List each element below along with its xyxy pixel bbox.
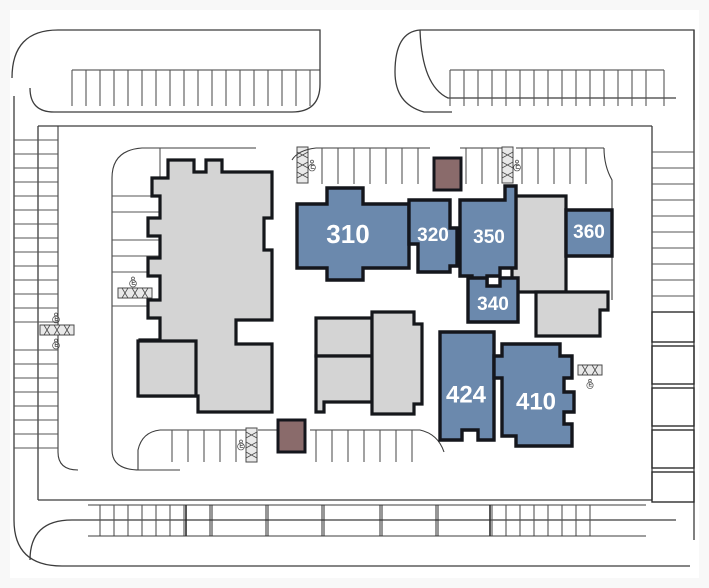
neutral-buildings-group <box>136 158 610 416</box>
accessible-stall-icon <box>513 159 521 172</box>
parking-south-bus-bays <box>185 505 491 536</box>
crosswalk-north-left <box>296 146 316 184</box>
building-label-340: 340 <box>477 294 509 315</box>
building-label-360: 360 <box>573 222 605 243</box>
building-310-shape[interactable] <box>295 186 411 282</box>
parking-east <box>652 151 694 297</box>
accessible-stall-icon <box>129 276 137 288</box>
building-320-shape[interactable] <box>407 198 459 274</box>
crosswalk-north-right <box>501 146 521 184</box>
north-outparcel-pad[interactable] <box>432 156 463 192</box>
center-pad-a[interactable] <box>314 316 374 358</box>
accessible-stall-icon <box>237 439 245 451</box>
curb-northwest <box>11 29 321 113</box>
center-pad-c[interactable] <box>370 310 424 416</box>
parking-north-left <box>71 69 320 106</box>
curb-south-inner <box>29 519 676 561</box>
building-350-shape[interactable] <box>458 184 518 286</box>
accessible-stall-icon <box>52 338 60 350</box>
accessible-stall-icon <box>52 312 60 324</box>
building-label-424: 424 <box>446 381 487 408</box>
crosswalk-west-inner <box>117 276 153 299</box>
parking-south-inner <box>137 429 445 470</box>
accessible-stall-icon <box>586 378 594 389</box>
building-label-320: 320 <box>417 225 449 246</box>
east-upper-building[interactable] <box>510 194 568 294</box>
building-labels-group: 310 320 350 340 360 424 410 <box>326 219 605 415</box>
building-label-410: 410 <box>516 388 556 415</box>
crosswalk-group <box>39 146 603 463</box>
parking-east-bays <box>651 311 695 503</box>
curb-northeast-nose <box>394 29 452 113</box>
building-340-shape[interactable] <box>466 276 520 324</box>
parking-west <box>14 126 79 471</box>
building-360-shape[interactable] <box>564 208 614 258</box>
crosswalk-west-outer <box>39 312 75 350</box>
center-pad-b[interactable] <box>314 354 374 414</box>
parking-north-center <box>291 147 613 300</box>
outparcel-pads-group <box>276 156 463 454</box>
west-wing-building[interactable] <box>136 339 198 398</box>
parking-south-outer <box>88 504 646 537</box>
crosswalk-south <box>237 427 258 463</box>
east-lower-building[interactable] <box>534 290 610 338</box>
curb-south-outer <box>13 519 690 567</box>
parking-north-right <box>449 69 665 106</box>
building-label-350: 350 <box>473 227 505 248</box>
crosswalk-east-lower <box>577 364 603 389</box>
south-outparcel-pad[interactable] <box>276 418 307 454</box>
highlighted-buildings-group <box>295 184 614 448</box>
accessible-stall-icon <box>308 159 316 172</box>
building-label-310: 310 <box>326 219 369 249</box>
building-410-shape[interactable] <box>492 342 576 448</box>
